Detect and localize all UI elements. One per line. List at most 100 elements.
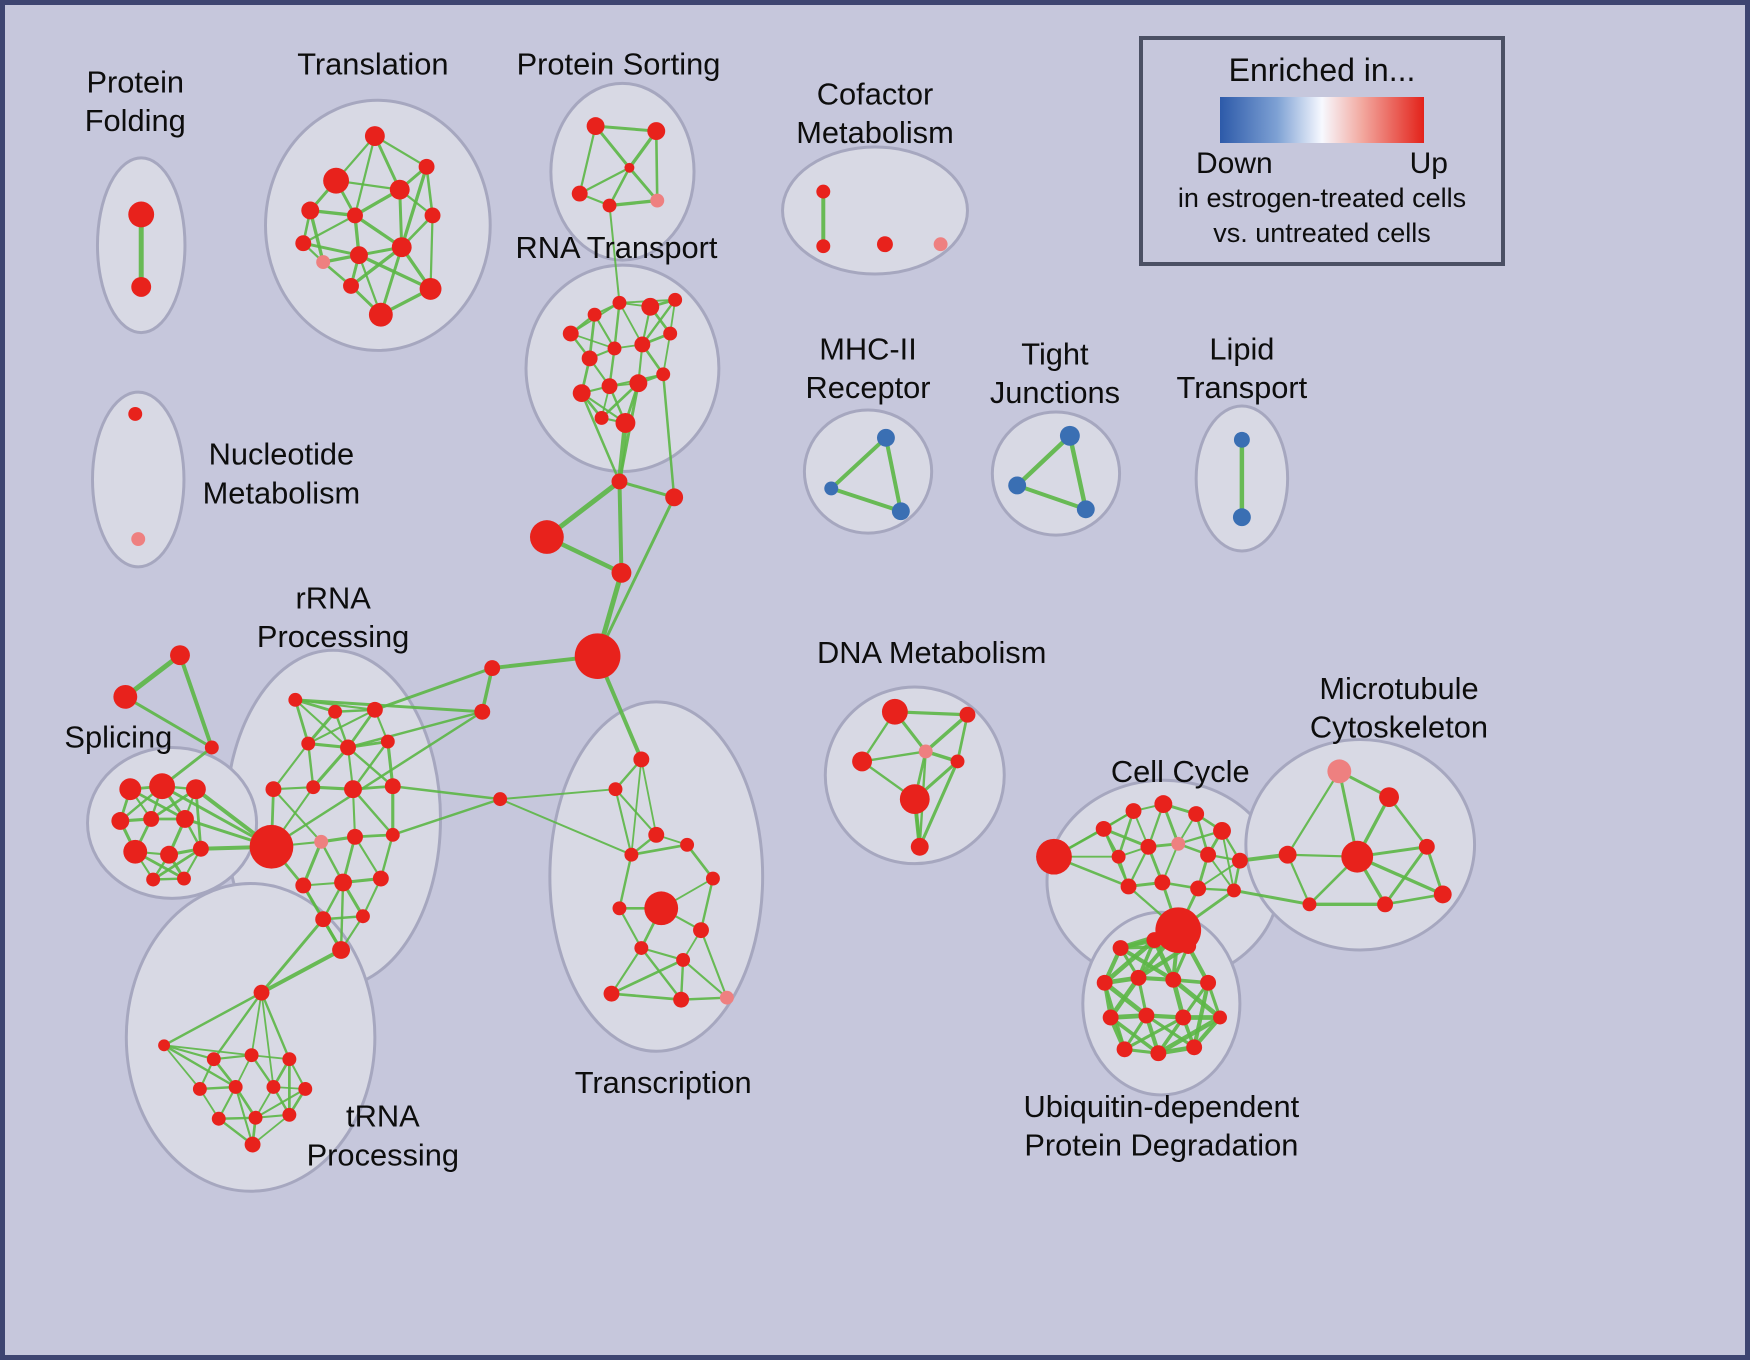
node-tr8 (298, 1082, 313, 1096)
node-f1 (170, 645, 190, 666)
node-x2 (608, 782, 623, 797)
edge (391, 784, 502, 801)
node-s1 (119, 778, 142, 801)
edge (1387, 795, 1429, 849)
node-b4 (611, 562, 632, 583)
node-s11 (177, 871, 191, 886)
node-tr9 (211, 1111, 226, 1126)
edge (429, 214, 434, 291)
cluster-ellipse-dna_metab (823, 685, 1006, 866)
edge (618, 907, 643, 950)
cluster-label-translation: Translation (297, 47, 448, 82)
cluster-label-splicing: Splicing (64, 720, 172, 755)
node-x4 (680, 837, 695, 852)
node-x6 (644, 891, 679, 926)
cluster-label-trna: Processing (307, 1137, 459, 1172)
node-u11 (1116, 1041, 1133, 1058)
edge (594, 124, 631, 170)
edge (829, 435, 888, 491)
node-cf3 (876, 236, 893, 253)
node-s9 (192, 840, 209, 857)
edge (640, 946, 685, 961)
node-l1 (1233, 431, 1250, 448)
node-c9 (1171, 836, 1186, 851)
edge (425, 165, 434, 217)
node-tr11 (282, 1107, 297, 1122)
cluster-label-tight_junctions: Junctions (990, 375, 1120, 410)
node-t1 (323, 167, 350, 194)
node-t6 (418, 158, 435, 175)
cluster-label-cell_cycle: Cell Cycle (1111, 754, 1250, 789)
edge (250, 991, 263, 1057)
cluster-label-protein_sorting: Protein Sorting (517, 47, 721, 82)
node-c8 (1140, 838, 1157, 855)
cluster-label-tight_junctions: Tight (1021, 336, 1089, 371)
node-b5 (574, 633, 621, 680)
node-s6 (176, 810, 194, 828)
legend-title: Enriched in... (1228, 52, 1416, 88)
legend-down-label: Down (1196, 147, 1273, 180)
node-x8 (612, 901, 627, 916)
edge (272, 742, 310, 791)
node-tj2 (1008, 476, 1027, 495)
edge (608, 166, 631, 207)
edge (178, 653, 214, 750)
node-tr12 (244, 1136, 261, 1153)
node-c1 (1036, 838, 1072, 875)
node-d1 (881, 698, 908, 725)
edge (346, 710, 484, 749)
node-u14 (1213, 1010, 1227, 1025)
node-b8 (493, 792, 508, 807)
edge (1286, 770, 1341, 856)
edge (829, 486, 903, 514)
node-cf1 (816, 184, 831, 199)
cluster-ellipse-nucleotide (91, 390, 186, 569)
node-s3 (185, 779, 206, 800)
edge (351, 787, 394, 837)
node-c3 (1125, 803, 1142, 819)
node-t13 (368, 302, 393, 327)
node-b6 (484, 660, 501, 677)
edge (699, 877, 715, 932)
node-u3 (1180, 938, 1197, 954)
node-d5 (950, 754, 965, 769)
edge (614, 788, 658, 836)
node-r6 (581, 350, 598, 367)
edge (608, 204, 621, 304)
node-m3 (891, 502, 910, 521)
node-t8 (316, 255, 331, 270)
node-u12 (1150, 1045, 1167, 1062)
node-mt8 (1302, 897, 1317, 912)
node-ps3 (571, 185, 588, 202)
edge (163, 1044, 215, 1061)
node-s5 (143, 811, 160, 827)
cluster-label-ubiquitin: Ubiquitin-dependent (1023, 1089, 1299, 1124)
legend-subtitle-line1: in estrogen-treated cells (1177, 183, 1467, 213)
cluster-label-protein_folding: Protein (86, 64, 184, 99)
node-cf2 (816, 239, 831, 254)
edge (307, 708, 376, 745)
edge (617, 381, 640, 483)
edge (194, 787, 203, 851)
edge (1383, 893, 1445, 906)
edge (578, 124, 597, 195)
edge (1067, 433, 1089, 512)
edge (1144, 1013, 1196, 1049)
edge (259, 948, 344, 995)
node-s10 (146, 872, 161, 887)
node-tr6 (228, 1080, 243, 1094)
edge (956, 713, 969, 763)
cluster-label-ubiquitin: Protein Degradation (1024, 1128, 1298, 1163)
edge (499, 798, 633, 856)
node-c7 (1111, 849, 1126, 864)
cluster-label-nucleotide: Nucleotide (209, 437, 355, 472)
node-tj1 (1059, 425, 1080, 446)
cluster-ellipse-trna (124, 882, 377, 1193)
cluster-label-protein_folding: Folding (85, 103, 186, 138)
edge (627, 166, 659, 203)
legend-up-label: Up (1409, 147, 1448, 180)
node-t14 (343, 277, 359, 294)
node-tr4 (282, 1052, 297, 1067)
node-t9 (350, 246, 368, 265)
